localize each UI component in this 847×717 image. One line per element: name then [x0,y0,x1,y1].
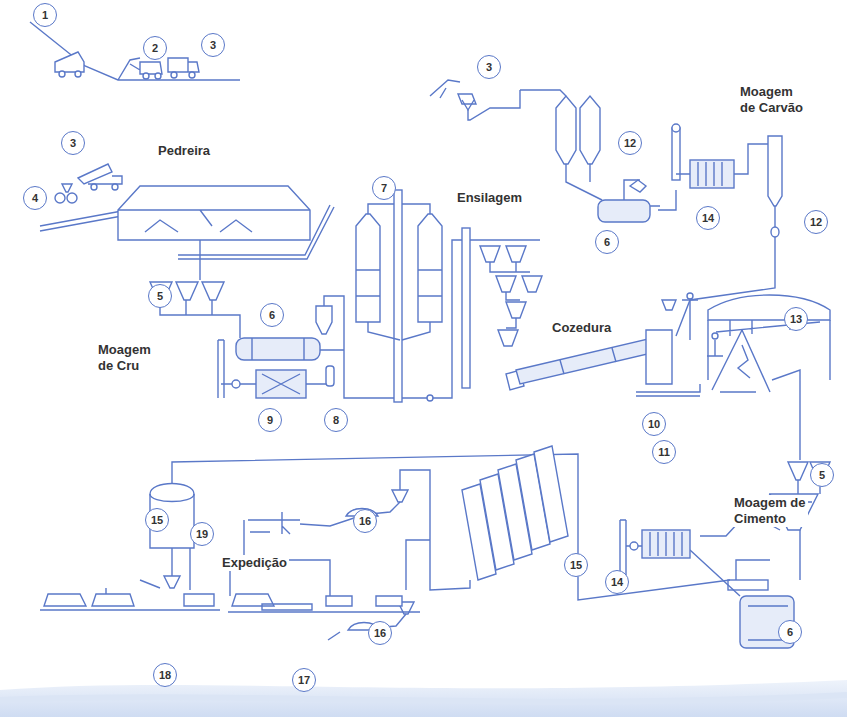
preheater-kiln [462,228,700,396]
callout-number: 15 [145,508,169,532]
callout-number: 18 [153,663,177,687]
callout-number: 6 [260,303,284,327]
dispatch [40,446,730,640]
silos [356,190,462,402]
quarry [30,22,240,80]
callout-number: 16 [353,509,377,533]
section-title: Moagem de Cru [96,342,168,374]
callout-number: 9 [258,408,282,432]
callout-number: 16 [368,621,392,645]
callout-number: 6 [595,230,619,254]
bottom-wave [0,680,847,717]
callout-number: 2 [143,36,167,60]
callout-number: 3 [201,33,225,57]
crusher-and-store [40,164,334,300]
callout-number: 4 [23,186,47,210]
coal-mill [430,80,782,336]
callout-number: 7 [372,176,396,200]
section-title: Moagem de Cimento [732,495,808,527]
callout-number: 3 [61,131,85,155]
cement-mill [620,462,830,648]
section-title: Moagem de Carvão [738,84,810,116]
callout-number: 15 [564,553,588,577]
callout-number: 11 [652,440,676,464]
callout-number: 13 [784,307,808,331]
section-title: Cozedura [550,320,613,336]
bottom-wave-line [0,695,847,702]
callout-number: 14 [605,570,629,594]
callout-number: 12 [804,210,828,234]
callout-number: 8 [324,408,348,432]
cooler [682,293,830,460]
section-title: Pedreira [156,143,212,159]
callout-number: 14 [696,206,720,230]
section-title: Ensilagem [455,190,524,206]
section-title: Expedição [220,555,289,571]
callout-number: 12 [618,131,642,155]
callout-number: 1 [33,3,57,27]
callout-number: 3 [477,55,501,79]
callout-number: 19 [190,522,214,546]
callout-number: 5 [148,284,172,308]
callout-number: 6 [778,620,802,644]
callout-number: 5 [810,463,834,487]
callout-number: 10 [642,412,666,436]
callout-number: 17 [292,668,316,692]
